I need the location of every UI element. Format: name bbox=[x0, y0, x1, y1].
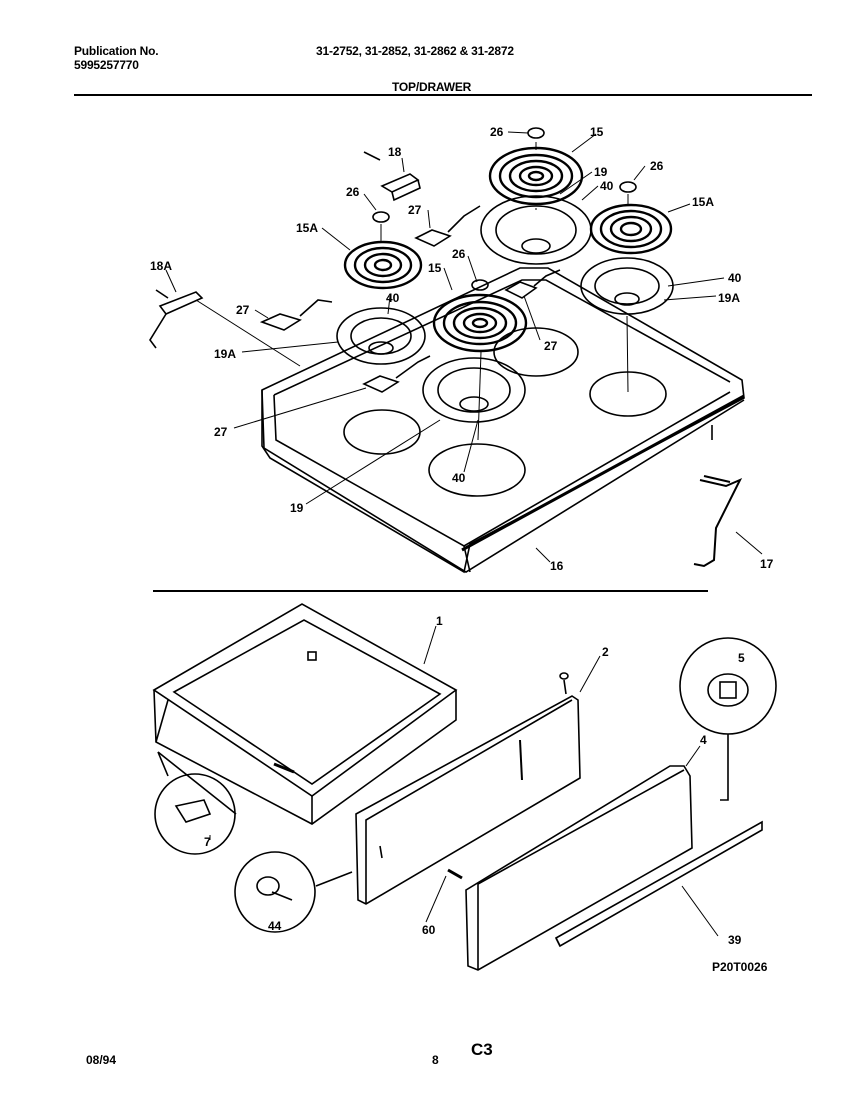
element-caps bbox=[372, 127, 637, 291]
callout-40: 40 bbox=[600, 179, 614, 193]
page-code: C3 bbox=[471, 1040, 493, 1059]
callout-15A: 15A bbox=[296, 221, 318, 235]
drip-bowl-front-left bbox=[336, 307, 426, 365]
callout-5: 5 bbox=[738, 651, 745, 665]
element-bracket-18A bbox=[149, 289, 204, 349]
callout-15A: 15A bbox=[692, 195, 714, 209]
leader-lines-drawer bbox=[209, 625, 719, 937]
revision-date: 08/94 bbox=[86, 1053, 117, 1067]
publication-number: 5995257770 bbox=[74, 58, 139, 72]
drip-bowl-front-right bbox=[422, 357, 526, 423]
publication-label: Publication No. bbox=[74, 44, 159, 58]
section-title: TOP/DRAWER bbox=[392, 80, 472, 94]
page-number: 8 bbox=[432, 1053, 439, 1067]
callout-4: 4 bbox=[700, 733, 707, 747]
callout-7: 7 bbox=[204, 835, 211, 849]
detail-circle-5 bbox=[679, 637, 777, 801]
cooktop-panel bbox=[261, 267, 745, 574]
callout-1: 1 bbox=[436, 614, 443, 628]
callout-2: 2 bbox=[602, 645, 609, 659]
callout-44: 44 bbox=[268, 919, 282, 933]
section-divider bbox=[153, 590, 708, 592]
callout-26: 26 bbox=[490, 125, 504, 139]
callout-15: 15 bbox=[590, 125, 604, 139]
callout-19: 19 bbox=[290, 501, 304, 515]
callout-60: 60 bbox=[422, 923, 436, 937]
surface-element-left bbox=[343, 240, 423, 290]
leader-lines-top bbox=[165, 131, 763, 563]
callout-26: 26 bbox=[346, 185, 360, 199]
callout-27: 27 bbox=[408, 203, 422, 217]
callout-26: 26 bbox=[452, 247, 466, 261]
anti-tip-bracket bbox=[693, 475, 743, 568]
callout-40: 40 bbox=[386, 291, 400, 305]
callout-16: 16 bbox=[550, 559, 564, 573]
surface-element-rear-right bbox=[589, 203, 673, 255]
detail-circle-44 bbox=[234, 851, 353, 933]
callout-19A: 19A bbox=[718, 291, 740, 305]
callout-labels: 26 15 18 19 40 26 15A 26 27 15A 18A 26 1… bbox=[150, 125, 774, 947]
callout-17: 17 bbox=[760, 557, 774, 571]
screw-2 bbox=[559, 672, 569, 695]
callout-40: 40 bbox=[728, 271, 742, 285]
drawer-body bbox=[152, 603, 458, 825]
callout-27: 27 bbox=[236, 303, 250, 317]
detail-circle-7 bbox=[154, 751, 237, 855]
element-bracket-18 bbox=[363, 151, 421, 202]
drawer-front-panel bbox=[355, 695, 581, 905]
callout-40: 40 bbox=[452, 471, 466, 485]
callout-27: 27 bbox=[214, 425, 228, 439]
screw-60 bbox=[447, 868, 463, 880]
callout-27: 27 bbox=[544, 339, 558, 353]
drawer-door-panel bbox=[465, 765, 693, 971]
drip-bowl-rear-right bbox=[580, 257, 674, 315]
callout-26: 26 bbox=[650, 159, 664, 173]
callout-18A: 18A bbox=[150, 259, 172, 273]
surface-element-front bbox=[432, 293, 528, 353]
drawing-id: P20T0026 bbox=[712, 960, 768, 974]
callout-39: 39 bbox=[728, 933, 742, 947]
drawer-trim-39 bbox=[554, 820, 763, 948]
callout-18: 18 bbox=[388, 145, 402, 159]
header-rule bbox=[74, 94, 812, 96]
drip-bowl-rear-left bbox=[480, 195, 592, 265]
model-numbers: 31-2752, 31-2852, 31-2862 & 31-2872 bbox=[316, 44, 514, 58]
callout-19A: 19A bbox=[214, 347, 236, 361]
callout-15: 15 bbox=[428, 261, 442, 275]
callout-19: 19 bbox=[594, 165, 608, 179]
receptacle-blocks bbox=[259, 205, 561, 393]
